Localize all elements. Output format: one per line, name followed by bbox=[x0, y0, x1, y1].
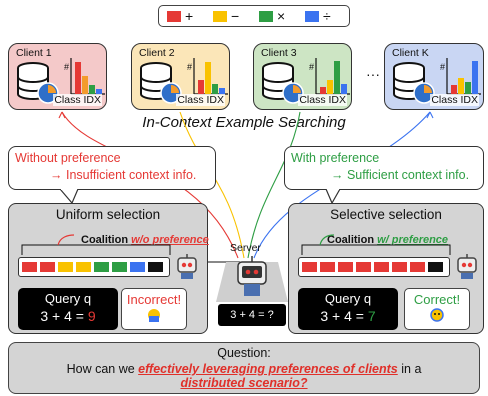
question-emphasis-2: distributed scenario? bbox=[180, 376, 308, 390]
coalition-bracket bbox=[301, 234, 451, 255]
client-name: Client 2 bbox=[139, 47, 175, 59]
coalition-tag: w/ preference bbox=[377, 234, 449, 246]
query-expr: 3 + 4 = bbox=[320, 308, 368, 324]
coalition-bracket bbox=[21, 234, 171, 255]
class-idx-label: Class IDX bbox=[176, 94, 225, 106]
without-preference-title: Without preference bbox=[15, 151, 121, 165]
legend-blue-swatch bbox=[305, 11, 319, 22]
count-axis-symbol: # bbox=[440, 62, 446, 72]
client-name: Client 3 bbox=[261, 47, 297, 59]
selective-query-box: Query q 3 + 4 = 7 bbox=[298, 288, 398, 330]
client-name: Client K bbox=[392, 47, 429, 59]
uniform-result-box: Incorrect! bbox=[121, 288, 187, 330]
query-answer: 9 bbox=[87, 308, 96, 324]
uniform-query-box: Query q 3 + 4 = 9 bbox=[18, 288, 118, 330]
legend-op-times: × bbox=[277, 8, 286, 24]
class-idx-label: Class IDX bbox=[430, 94, 479, 106]
question-prefix: How can we bbox=[66, 362, 139, 376]
question-heading: Question: bbox=[217, 346, 271, 360]
selective-selection-title: Selective selection bbox=[330, 207, 442, 222]
query-answer: 7 bbox=[367, 308, 376, 324]
client-2-card: Client 2 # Class IDX bbox=[131, 43, 230, 110]
robot-icon bbox=[457, 254, 477, 279]
with-preference-title: With preference bbox=[291, 151, 380, 165]
selective-result-box: Correct! bbox=[404, 288, 470, 330]
server-robot-icon bbox=[216, 256, 288, 302]
confused-face-icon bbox=[148, 309, 160, 322]
coalition-word: Coalition bbox=[81, 234, 129, 246]
database-icon bbox=[393, 62, 435, 104]
database-icon bbox=[17, 62, 59, 104]
query-label: Query q bbox=[324, 291, 372, 306]
coalition-word: Coalition bbox=[327, 234, 375, 246]
server-query-box: 3 + 4 = ? bbox=[218, 304, 286, 326]
legend-op-divide: ÷ bbox=[323, 8, 331, 24]
operator-legend: + − × ÷ bbox=[158, 5, 350, 27]
question-box: Question: How can we effectively leverag… bbox=[8, 342, 480, 394]
question-line-2: distributed scenario? bbox=[9, 376, 479, 390]
class-idx-label: Class IDX bbox=[53, 94, 102, 106]
legend-op-minus: − bbox=[231, 8, 240, 24]
question-mid: in a bbox=[397, 362, 422, 376]
uniform-example-strip bbox=[18, 257, 170, 277]
question-emphasis-1: effectively leveraging preferences of cl… bbox=[138, 362, 398, 376]
with-preference-detail: → Sufficient context info. bbox=[331, 168, 470, 182]
without-preference-detail: → Insufficient context info. bbox=[50, 168, 197, 182]
section-title: In-Context Example Searching bbox=[142, 114, 346, 131]
robot-icon bbox=[177, 254, 197, 279]
database-icon bbox=[140, 62, 182, 104]
coalition-label: Coalition w/o preference bbox=[81, 234, 209, 246]
selective-example-strip bbox=[298, 257, 450, 277]
count-axis-symbol: # bbox=[64, 62, 70, 72]
more-clients-ellipsis: ··· bbox=[366, 66, 380, 82]
query-expr: 3 + 4 = bbox=[40, 308, 88, 324]
client-k-card: Client K # Class IDX bbox=[384, 43, 484, 110]
correct-label: Correct! bbox=[413, 292, 461, 307]
count-axis-symbol: # bbox=[187, 62, 193, 72]
query-label: Query q bbox=[44, 291, 92, 306]
legend-green-swatch bbox=[259, 11, 273, 22]
coalition-label: Coalition w/ preference bbox=[327, 234, 448, 246]
client-3-card: Client 3 # Class IDX bbox=[253, 43, 352, 110]
legend-red-swatch bbox=[167, 11, 181, 22]
without-preference-callout: Without preference → Insufficient contex… bbox=[8, 146, 216, 190]
question-line-1: How can we effectively leveraging prefer… bbox=[9, 362, 479, 376]
incorrect-label: Incorrect! bbox=[126, 292, 182, 307]
client-name: Client 1 bbox=[16, 47, 52, 59]
happy-face-icon bbox=[430, 308, 444, 322]
query-expression: 3 + 4 = 7 bbox=[298, 308, 398, 324]
with-preference-callout: With preference → Sufficient context inf… bbox=[284, 146, 484, 190]
coalition-tag: w/o preference bbox=[131, 234, 209, 246]
legend-yellow-swatch bbox=[213, 11, 227, 22]
client-1-card: Client 1 # Class IDX bbox=[8, 43, 107, 110]
database-icon bbox=[262, 62, 304, 104]
class-idx-label: Class IDX bbox=[298, 94, 347, 106]
server-label: Server bbox=[230, 242, 261, 254]
legend-op-plus: + bbox=[185, 8, 194, 24]
query-expression: 3 + 4 = 9 bbox=[18, 308, 118, 324]
uniform-selection-title: Uniform selection bbox=[55, 207, 161, 222]
count-axis-symbol: # bbox=[309, 62, 315, 72]
